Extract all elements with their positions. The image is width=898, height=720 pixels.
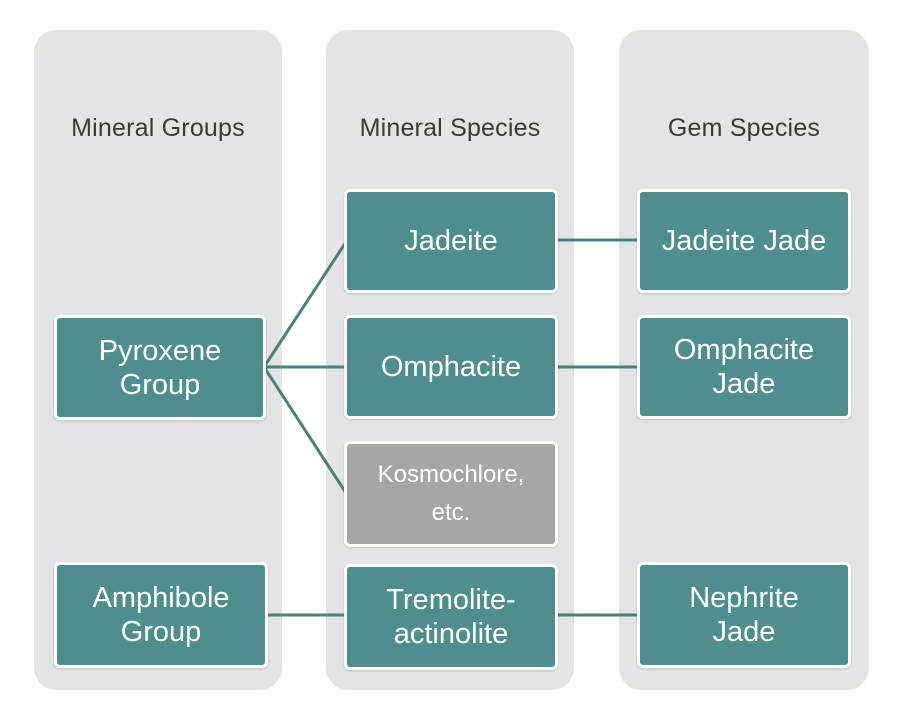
node-tremolite-actinolite-label: Tremolite- actinolite [386,584,516,650]
node-kosmochlore-label: Kosmochlore, etc. [377,461,525,526]
node-amphibole-group: Amphibole Group [54,562,268,668]
mineral-groups-header: Mineral Groups [71,114,245,142]
node-tremolite-actinolite: Tremolite- actinolite [344,564,558,670]
node-nephrite-jade: Nephrite Jade [637,562,851,668]
node-kosmochlore: Kosmochlore, etc. [344,441,558,547]
node-jadeite: Jadeite [344,189,558,293]
node-nephrite-jade-label: Nephrite Jade [689,582,799,648]
node-pyroxene-group: Pyroxene Group [54,315,266,420]
node-amphibole-group-label: Amphibole Group [92,582,230,648]
node-jadeite-jade: Jadeite Jade [637,189,851,293]
gem-species-header: Gem Species [667,114,821,142]
node-omphacite-label: Omphacite [380,351,522,383]
node-omphacite-jade: Omphacite Jade [637,315,851,419]
node-jadeite-jade-label: Jadeite Jade [661,225,827,257]
connector-pyroxene-kosmochlore [262,366,348,494]
connector-pyroxene-jadeite [262,241,348,368]
node-pyroxene-group-label: Pyroxene Group [98,334,222,401]
mineral-species-header: Mineral Species [359,114,541,142]
node-omphacite: Omphacite [344,315,558,419]
node-jadeite-label: Jadeite [404,225,498,257]
node-omphacite-jade-label: Omphacite Jade [673,334,815,400]
